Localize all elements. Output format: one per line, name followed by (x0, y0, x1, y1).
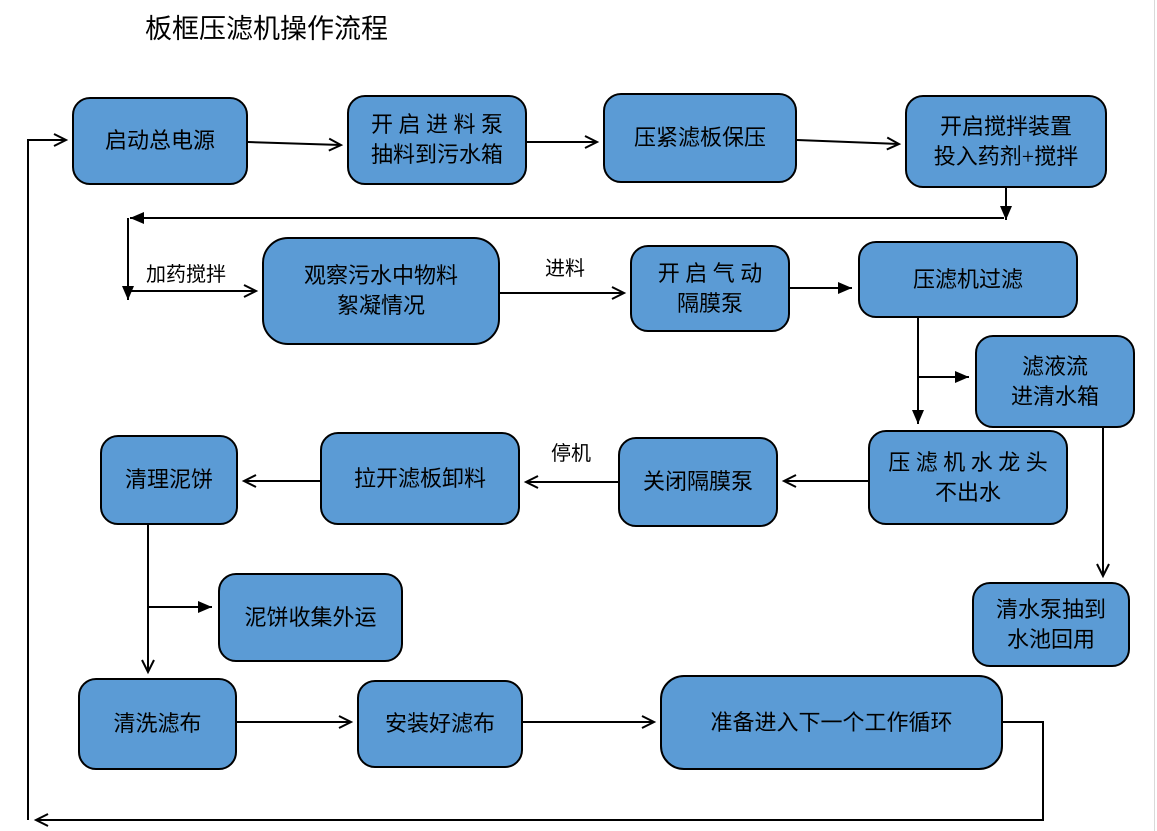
node-install-cloth: 安装好滤布 (357, 680, 523, 768)
node-wash-cloth: 清洗滤布 (78, 678, 237, 770)
page-edge-divider (1154, 0, 1155, 831)
page-title: 板框压滤机操作流程 (145, 14, 388, 44)
node-air-pump-on: 开 启 气 动 隔膜泵 (630, 245, 790, 332)
edge-label-feed: 进料 (545, 258, 585, 280)
node-mixer: 开启搅拌装置 投入药剂+搅拌 (905, 95, 1107, 188)
node-feed-pump: 开 启 进 料 泵 抽料到污水箱 (347, 95, 527, 185)
node-press-plates: 压紧滤板保压 (603, 93, 797, 183)
node-filter-press: 压滤机过滤 (858, 241, 1078, 318)
node-observe: 观察污水中物料 絮凝情况 (262, 237, 500, 345)
edge-nextcycle-to-loop (33, 721, 1044, 827)
edge-pressplates-to-mixer (796, 136, 902, 151)
node-pump-off: 关闭隔膜泵 (618, 437, 778, 527)
node-clean-cake: 清理泥饼 (100, 435, 238, 525)
node-tap-no-water: 压 滤 机 水 龙 头 不出水 (868, 430, 1068, 525)
node-unload-plates: 拉开滤板卸料 (320, 432, 520, 525)
node-filtrate-tank: 滤液流 进清水箱 (975, 335, 1135, 428)
edge-label-dose-stir: 加药搅拌 (146, 264, 226, 286)
node-next-cycle: 准备进入下一个工作循环 (660, 675, 1003, 770)
edge-loop-return-to-start (27, 133, 69, 820)
node-cake-transport: 泥饼收集外运 (218, 573, 403, 662)
edge-label-stop: 停机 (551, 443, 591, 465)
node-start-power: 启动总电源 (72, 97, 248, 185)
edge-start-to-feedpump (247, 137, 344, 152)
node-water-reuse: 清水泵抽到 水池回用 (972, 582, 1130, 667)
